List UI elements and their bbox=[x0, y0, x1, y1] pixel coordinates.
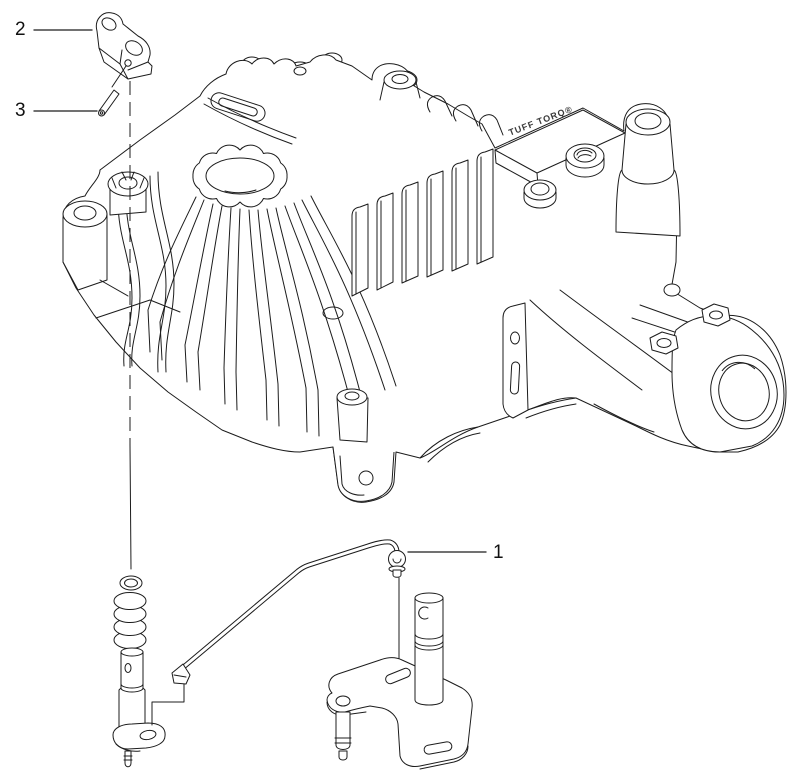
bottom-bracket bbox=[333, 389, 394, 501]
bypass-rod-drawing bbox=[152, 542, 406, 725]
top-right-boss bbox=[616, 109, 680, 236]
brand-plate bbox=[495, 110, 625, 208]
axle-bore bbox=[650, 304, 785, 452]
callout-2-label: 2 bbox=[15, 19, 26, 40]
mid-tab bbox=[503, 303, 528, 418]
bracket-part-drawing bbox=[96, 13, 152, 87]
callout-1-label: 1 bbox=[493, 542, 504, 563]
left-bosses bbox=[63, 172, 148, 290]
callout-3-label: 3 bbox=[15, 100, 26, 121]
bracket-leader-line bbox=[130, 81, 131, 569]
callout-leader-lines bbox=[34, 30, 486, 552]
control-arm-assembly-drawing bbox=[327, 593, 472, 769]
pin-part-drawing bbox=[99, 90, 120, 116]
transaxle-housing-drawing bbox=[63, 53, 786, 502]
cooling-fins bbox=[148, 196, 396, 436]
spring-shaft-assembly-drawing bbox=[113, 576, 165, 767]
fin-block bbox=[352, 96, 503, 296]
